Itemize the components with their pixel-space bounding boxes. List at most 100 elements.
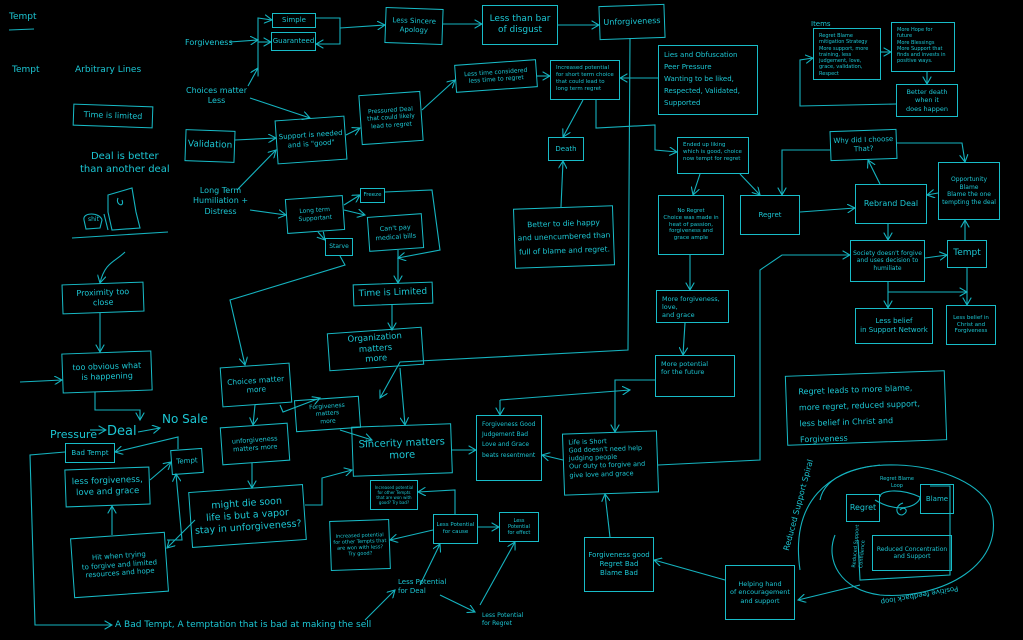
connector-arrow [654, 560, 726, 581]
node-mitigation-strategy[interactable]: Regret Blame mitigation Strategy More su… [813, 28, 881, 80]
node-freeze[interactable]: Freeze [360, 188, 385, 203]
connector-arrow [657, 255, 850, 466]
node-time-limited-2[interactable]: Time is Limited [352, 281, 434, 307]
connector-arrow [799, 208, 855, 212]
node-validation[interactable]: Validation [184, 129, 236, 163]
connector-arrow [782, 149, 830, 195]
connector-arrow [390, 529, 434, 540]
connector-arrow [305, 470, 352, 506]
node-lies-obfuscation[interactable]: Lies and Obfuscation Peer Pressure Wanti… [658, 45, 758, 115]
node-why-did-i-choose[interactable]: Why did I choose That? [829, 128, 898, 162]
connector-arrow [316, 17, 341, 44]
node-guaranteed[interactable]: Guaranteed [271, 32, 316, 51]
node-life-is-short[interactable]: Life is Short God doesn't need help judg… [561, 430, 660, 496]
node-starve[interactable]: Starve [325, 238, 353, 256]
node-less-potential-cause[interactable]: Less Potential for cause [433, 514, 478, 544]
node-less-time[interactable]: Less time considered less time to regret [454, 59, 538, 93]
node-no-regret[interactable]: No Regret Choice was made in heat of pas… [658, 195, 724, 255]
node-simple[interactable]: Simple [272, 13, 316, 28]
node-long-term-support[interactable]: Long term Supportant [284, 195, 346, 234]
node-cant-pay-bills[interactable]: Can't pay medical bills [366, 213, 425, 252]
node-regret-loop[interactable]: Regret [846, 494, 880, 522]
bag-icon [83, 213, 103, 230]
node-less-than-bar[interactable]: Less than bar of disgust [482, 5, 558, 45]
long-term-label: Long Term Humiliation + Distress [193, 186, 249, 216]
node-regret[interactable]: Regret [740, 195, 800, 235]
title-underline [8, 28, 35, 31]
connector-arrow [339, 25, 385, 28]
node-ended-up-liking[interactable]: Ended up liking which is good, choice no… [677, 137, 749, 174]
connector-arrow [799, 58, 897, 107]
node-better-death[interactable]: Better death when it does happen [896, 84, 958, 117]
node-more-potential[interactable]: More potential for the future [655, 355, 735, 397]
bad-tempt-definition: A Bad Tempt, A temptation that is bad at… [115, 620, 372, 630]
node-reduced-concentration[interactable]: Reduced Concentration and Support [872, 535, 952, 571]
connector-arrow [236, 150, 276, 191]
connector-arrow [257, 18, 272, 70]
connector-arrow [339, 429, 372, 440]
forgiveness-label: Forgiveness [185, 38, 233, 47]
deal-better-label: Deal is better than another deal [80, 151, 170, 175]
spiral-outer [798, 464, 881, 571]
connector-arrow [421, 80, 455, 111]
deal-label: Deal [107, 424, 137, 439]
node-support-needed[interactable]: Support is needed and is "good" [274, 115, 348, 165]
node-blame-loop[interactable]: Blame [920, 484, 954, 514]
connector-arrow [318, 232, 325, 240]
node-tempt-left[interactable]: Tempt [170, 447, 204, 476]
node-unforgiveness-matters[interactable]: unforgiveness matters more [219, 422, 291, 466]
node-bad-tempt[interactable]: Bad Tempt [65, 443, 115, 463]
connector-arrow [561, 161, 563, 208]
node-regret-leads[interactable]: Regret leads to more blame, more regret,… [784, 370, 948, 446]
connector-arrow [229, 40, 258, 42]
tempt-label: Tempt [12, 65, 40, 75]
node-opportunity-blame[interactable]: Opportunity Blame Blame the one tempting… [938, 162, 1000, 220]
node-increased-short-term[interactable]: Increased potential for short term choic… [550, 60, 620, 100]
node-more-forgiveness[interactable]: More forgiveness, love, and grace [656, 290, 729, 323]
node-death[interactable]: Death [548, 137, 584, 161]
node-forgiveness-matters[interactable]: Forgiveness matters more [293, 395, 362, 433]
node-too-obvious[interactable]: too obvious what is happening [61, 350, 153, 394]
connector-arrow [605, 494, 611, 538]
node-increased-other-good[interactable]: Increased potential for other Tempts tha… [329, 518, 391, 572]
node-society-humiliate[interactable]: Society doesn't forgive and uses decisio… [850, 240, 925, 282]
connector-arrow [479, 542, 515, 606]
node-increased-other-bad[interactable]: Increased potential for other Tempts tha… [370, 480, 418, 510]
node-pressured-deal[interactable]: Pressured Deal that could likely lead to… [358, 90, 424, 146]
connector-arrow [927, 193, 939, 195]
node-time-limited-1[interactable]: Time is limited [72, 103, 154, 129]
node-forgiveness-judgement[interactable]: Forgiveness Good Judgement Bad Love and … [476, 415, 542, 481]
node-forgiveness-good[interactable]: Forgiveness good Regret Bad Blame Bad [584, 537, 654, 592]
node-hit-when-trying[interactable]: Hit when trying to forgive and limited r… [70, 531, 169, 599]
connector-arrow [499, 390, 630, 401]
node-choices-matter-more[interactable]: Choices matter more [219, 362, 293, 408]
connector-arrow [253, 404, 255, 425]
node-less-belief-christ[interactable]: Less belief in Christ and Forgiveness [946, 305, 996, 345]
connector-arrow [234, 138, 276, 140]
node-proximity[interactable]: Proximity too close [61, 281, 145, 315]
node-organization-matters[interactable]: Organization matters more [326, 326, 425, 372]
connector-arrow [683, 322, 685, 355]
node-unforgiveness[interactable]: Unforgiveness [598, 3, 666, 41]
node-sincerity-matters[interactable]: Sincerity matters more [351, 423, 453, 477]
node-less-belief-support[interactable]: Less belief in Support Network [855, 308, 933, 344]
connector-arrow [439, 594, 475, 612]
node-more-hope[interactable]: More Hope for future More Blessings More… [891, 22, 955, 72]
connector-arrow [897, 142, 965, 162]
chair-note: shit [88, 216, 99, 223]
node-tempt-right[interactable]: Tempt [947, 240, 987, 268]
chair-floor-line [71, 231, 169, 239]
node-less-forgiveness[interactable]: less forgiveness, love and grace [64, 466, 151, 508]
connector-arrow [137, 428, 160, 432]
node-helping-hand[interactable]: Helping hand of encouragement and suppor… [725, 565, 795, 620]
connector-arrow [542, 455, 564, 460]
node-might-die-soon[interactable]: might die soon life is but a vapor stay … [188, 484, 307, 548]
connector-arrow [380, 37, 631, 398]
connector-arrow [19, 380, 62, 382]
node-less-potential-effect[interactable]: Less Potential for effect [499, 512, 539, 542]
node-less-sincere-apology[interactable]: Less Sincere Apology [384, 6, 444, 46]
node-better-to-die-happy[interactable]: Better to die happy and unencumbered tha… [512, 205, 616, 269]
node-rebrand-deal[interactable]: Rebrand Deal [855, 184, 927, 224]
connector-arrow [399, 367, 405, 425]
